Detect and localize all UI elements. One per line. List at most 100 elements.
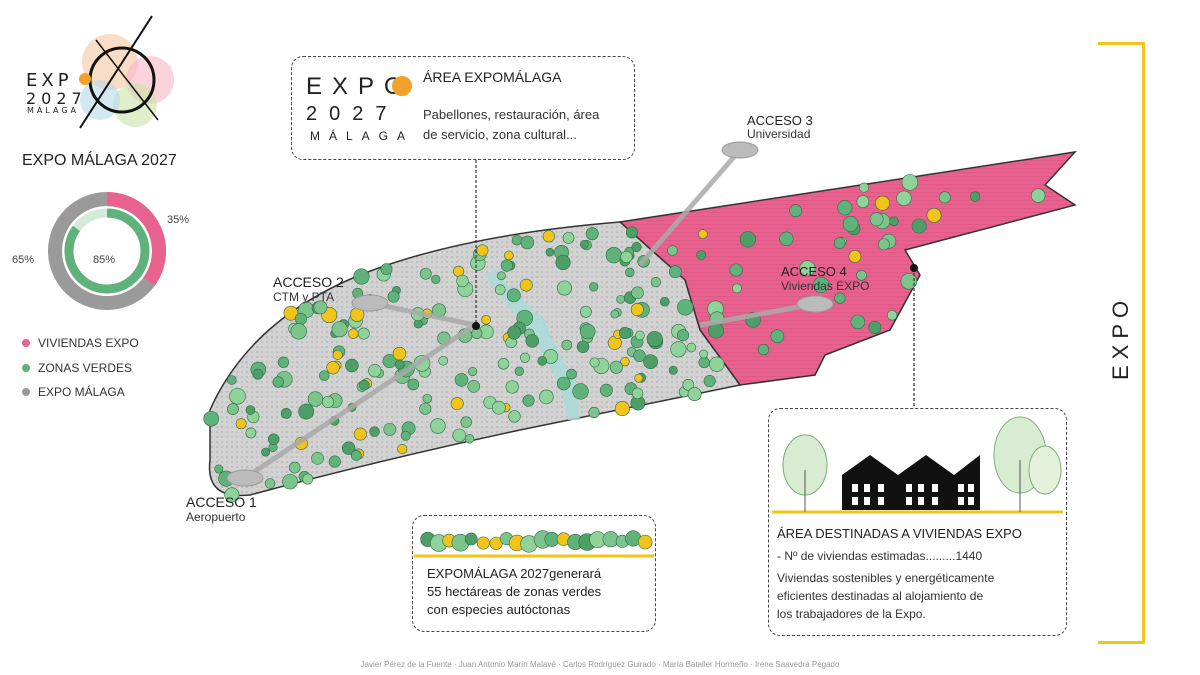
tree [345, 358, 359, 373]
tree [419, 402, 432, 415]
tree [318, 370, 330, 381]
green-line3: con especies autóctonas [427, 602, 571, 617]
tree [579, 305, 592, 318]
legend-label: ZONAS VERDES [38, 361, 133, 375]
tree [572, 383, 589, 400]
tree [280, 407, 292, 419]
tree [630, 303, 644, 317]
tree [799, 260, 816, 277]
tree [500, 259, 513, 272]
tree [588, 407, 600, 419]
tree [431, 274, 441, 284]
tree [650, 276, 662, 288]
tree [616, 294, 626, 304]
tree [631, 286, 644, 300]
tree [252, 368, 264, 380]
expo-bracket [1098, 42, 1145, 644]
tree [264, 478, 276, 489]
callout-green-areas: EXPOMÁLAGA 2027generará 55 hectáreas de … [412, 515, 656, 632]
tree [901, 174, 919, 191]
tree [703, 375, 716, 388]
tree [294, 312, 307, 325]
tree [519, 352, 531, 363]
tree [770, 329, 785, 344]
tree [699, 349, 709, 359]
tree [856, 269, 867, 281]
tree [614, 401, 630, 417]
tree [504, 250, 514, 261]
tree [380, 263, 393, 276]
tree [667, 245, 678, 256]
tree [589, 282, 599, 292]
callout-center-trees [420, 530, 653, 553]
housing-line3: los trabajadores de la Expo. [777, 607, 926, 621]
access-2-subtitle: CTM y PTA [273, 290, 335, 304]
access-2-marker [351, 294, 389, 312]
tree [245, 405, 256, 415]
tree [368, 364, 382, 378]
tree [1030, 188, 1046, 203]
tree [682, 378, 695, 391]
green-line1: EXPOMÁLAGA 2027generará [427, 566, 602, 581]
legend-dot-gray [22, 388, 30, 396]
tree [562, 232, 575, 244]
tree [468, 367, 478, 377]
donut-label-pink: 35% [167, 214, 190, 226]
tree [739, 231, 757, 248]
tree [896, 190, 912, 206]
tree [677, 329, 690, 342]
legend-item-expo: EXPO MÁLAGA [22, 385, 125, 399]
expo-side-label: EXPO [1108, 294, 1133, 380]
tree [970, 191, 981, 202]
access-1-title: ACCESO 1 [186, 494, 257, 510]
callout-title: ÁREA EXPOMÁLAGA [423, 69, 562, 85]
tree [227, 403, 239, 415]
tree [481, 314, 491, 325]
tree [732, 283, 742, 294]
housing-title: ÁREA DESTINADAS A VIVIENDAS EXPO [777, 526, 1022, 541]
logo-line1: EXP [26, 70, 73, 91]
green-line2: 55 hectáreas de zonas verdes [427, 584, 602, 599]
legend-item-zonas: ZONAS VERDES [22, 361, 132, 375]
tree [227, 375, 237, 385]
tree [397, 444, 408, 454]
tree [561, 339, 573, 351]
callout-logo-line1: EXPO [306, 73, 413, 100]
tree [519, 278, 533, 292]
tree [452, 428, 467, 443]
housing-illustration [772, 416, 1063, 514]
tree [605, 247, 622, 264]
tree [507, 325, 522, 340]
tree [369, 426, 380, 437]
tree [387, 290, 400, 303]
tree [556, 376, 571, 391]
tree [430, 418, 446, 434]
tree [813, 276, 830, 293]
access-lines [243, 148, 816, 481]
tree [625, 226, 638, 239]
tree [332, 349, 343, 360]
access-4-subtitle: Viviendas EXPO [781, 279, 870, 293]
tree [599, 383, 613, 397]
tree [837, 200, 853, 216]
legend-label: EXPO MÁLAGA [38, 385, 125, 399]
tree [620, 356, 630, 367]
tree [859, 182, 869, 193]
tree [321, 395, 335, 408]
tree [311, 452, 324, 465]
donut-chart [48, 192, 166, 310]
tree [290, 323, 307, 340]
tree [392, 346, 407, 361]
tree [261, 447, 271, 457]
tree [848, 250, 862, 263]
tree [576, 340, 590, 353]
tree [729, 263, 743, 277]
callout-line2: de servicio, zona cultural... [423, 127, 577, 142]
tree [875, 195, 890, 211]
tree [557, 280, 572, 296]
access-4-marker [796, 295, 834, 313]
credits: Javier Pérez de la Fuente · Juan Antonio… [360, 660, 840, 669]
tree [307, 391, 324, 407]
tree [229, 387, 246, 405]
